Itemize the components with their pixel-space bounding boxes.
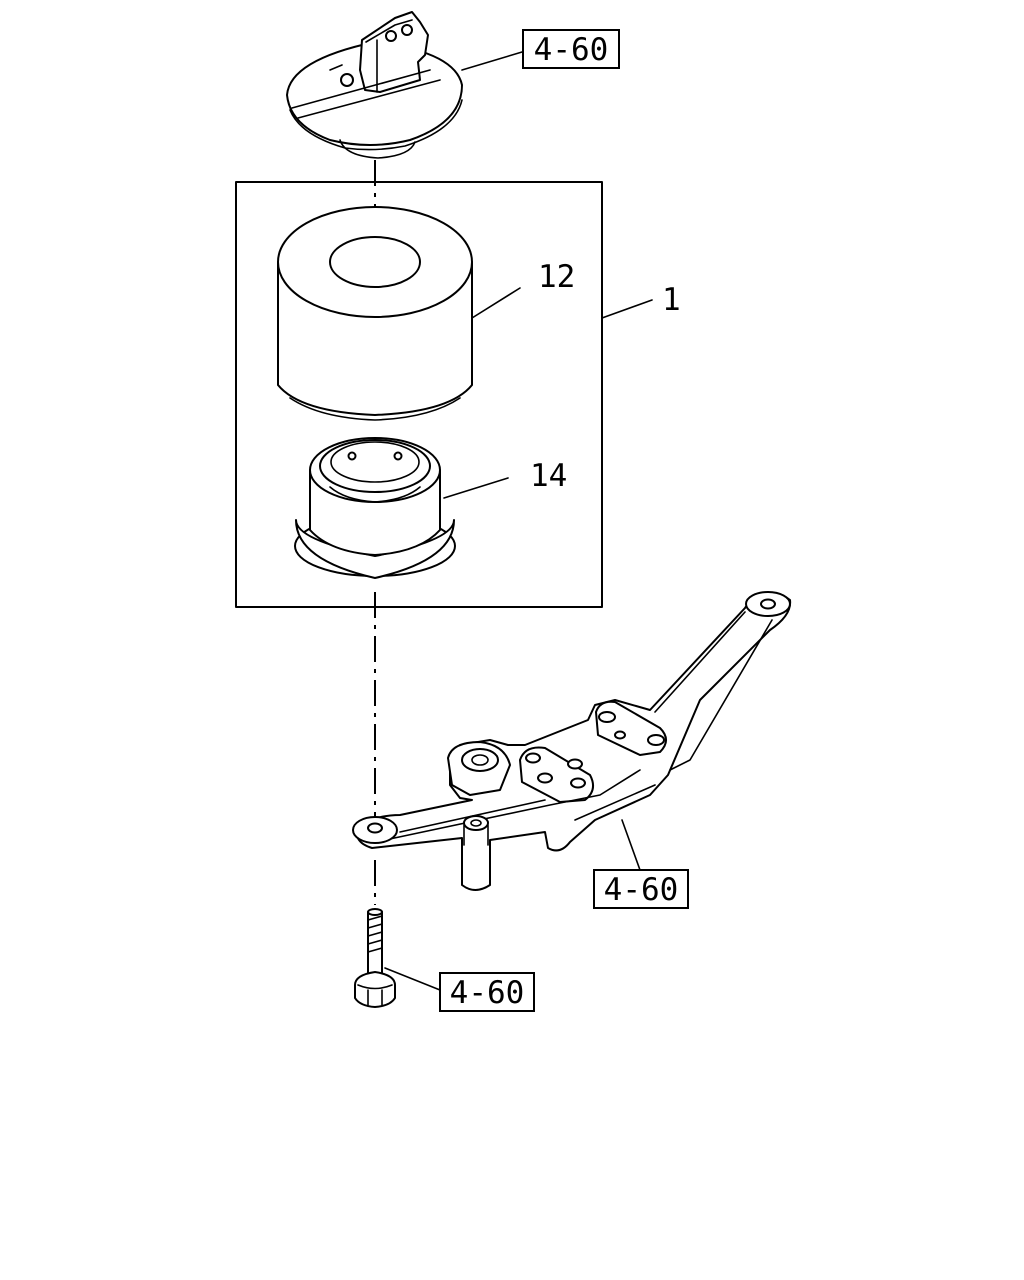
suspension-arm [352, 591, 792, 891]
lower-spring-seat [294, 437, 456, 579]
assembly-frame [235, 181, 603, 608]
callout-ref-top: 4-60 [522, 29, 620, 69]
callout-ref-bolt: 4-60 [439, 972, 535, 1012]
callout-lower-seat: 14 [530, 458, 567, 494]
callout-assembly: 1 [662, 282, 681, 318]
callout-ref-arm: 4-60 [593, 869, 689, 909]
rubber-insulator [277, 206, 473, 421]
callout-insulator: 12 [538, 259, 575, 295]
callout-ref-top-text: 4-60 [534, 32, 609, 68]
callout-ref-bolt-text: 4-60 [450, 975, 525, 1011]
callout-ref-arm-text: 4-60 [604, 872, 679, 908]
leader-lines [384, 51, 653, 991]
mounting-bolt [354, 908, 396, 1008]
upper-mount-bracket [286, 11, 463, 159]
